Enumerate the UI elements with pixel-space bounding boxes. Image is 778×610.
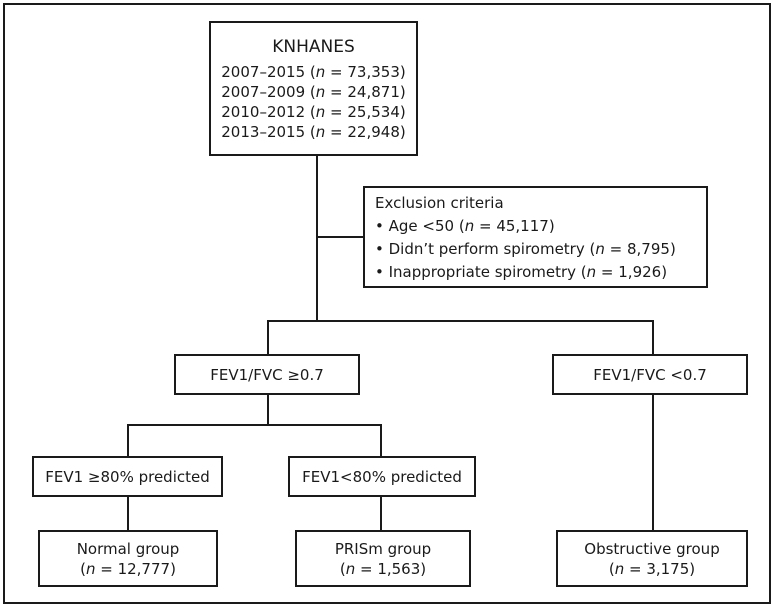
obstructive-group-box: Obstructive group (n = 3,175)	[556, 530, 748, 587]
connector-obstructive	[652, 393, 654, 531]
source-row: 2010–2012 (n = 25,534)	[221, 102, 406, 121]
exclusion-title: Exclusion criteria	[375, 194, 504, 212]
connector-exclusion	[316, 236, 363, 238]
connector-predicted-horizontal	[127, 424, 382, 426]
source-title: KNHANES	[272, 36, 355, 57]
split-left-label: FEV1/FVC ≥0.7	[210, 365, 324, 384]
obstructive-group-count: (n = 3,175)	[608, 559, 696, 578]
obstructive-group-label: Obstructive group	[584, 539, 720, 558]
connector-normal	[127, 495, 129, 531]
predicted-high-box: FEV1 ≥80% predicted	[32, 456, 223, 497]
predicted-low-box: FEV1<80% predicted	[288, 456, 476, 497]
normal-group-label: Normal group	[76, 539, 180, 558]
split-box-low-ratio: FEV1/FVC <0.7	[552, 354, 748, 395]
source-box: KNHANES 2007–2015 (n = 73,353) 2007–2009…	[209, 21, 418, 156]
connector-predicted-left	[127, 424, 129, 457]
connector-prism	[380, 495, 382, 531]
normal-group-count: (n = 12,777)	[80, 559, 176, 578]
connector-split-left	[267, 320, 269, 355]
connector-predicted-right	[380, 424, 382, 457]
predicted-low-label: FEV1<80% predicted	[302, 467, 462, 486]
connector-main-vertical	[316, 154, 318, 322]
source-row: 2013–2015 (n = 22,948)	[221, 122, 406, 141]
connector-split-horizontal	[267, 320, 654, 322]
predicted-high-label: FEV1 ≥80% predicted	[45, 467, 210, 486]
exclusion-item: • Age <50 (n = 45,117)	[375, 217, 555, 235]
source-row: 2007–2009 (n = 24,871)	[221, 82, 406, 101]
connector-left-down	[267, 393, 269, 426]
split-box-normal-ratio: FEV1/FVC ≥0.7	[174, 354, 360, 395]
normal-group-box: Normal group (n = 12,777)	[38, 530, 218, 587]
split-right-label: FEV1/FVC <0.7	[593, 365, 707, 384]
figure-frame	[3, 3, 771, 604]
prism-group-box: PRISm group (n = 1,563)	[295, 530, 471, 587]
prism-group-count: (n = 1,563)	[339, 559, 427, 578]
source-row: 2007–2015 (n = 73,353)	[221, 62, 406, 81]
prism-group-label: PRISm group	[334, 539, 432, 558]
exclusion-box: Exclusion criteria • Age <50 (n = 45,117…	[363, 186, 708, 288]
connector-split-right	[652, 320, 654, 355]
exclusion-item: • Inappropriate spirometry (n = 1,926)	[375, 263, 668, 281]
exclusion-item: • Didn’t perform spirometry (n = 8,795)	[375, 240, 676, 258]
